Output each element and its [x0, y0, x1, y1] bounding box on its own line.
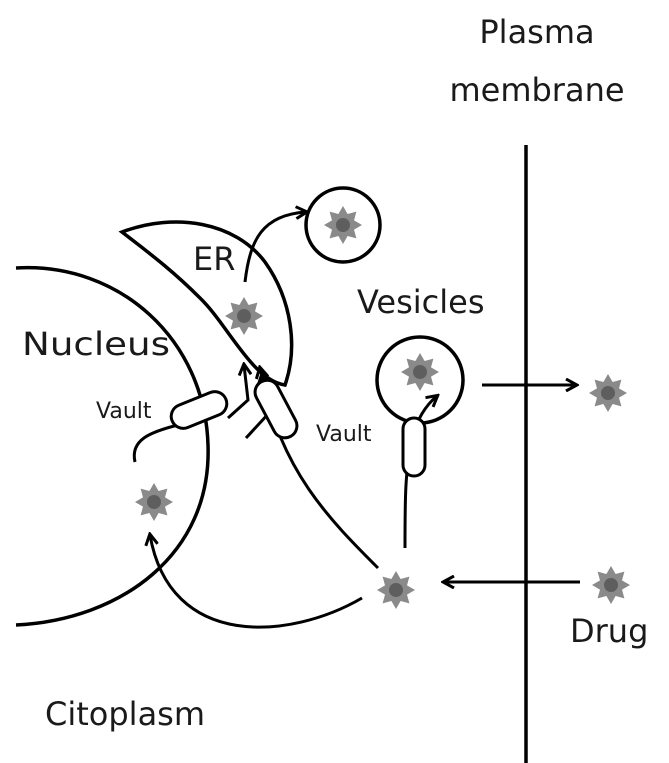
- drug-molecule-top-vesicle: [324, 206, 362, 244]
- label-plasma-membrane-2: membrane: [449, 71, 624, 109]
- label-drug: Drug: [570, 612, 648, 650]
- label-vault-left: Vault: [96, 399, 152, 424]
- vault-er: [251, 376, 301, 442]
- vault-vesicle: [403, 418, 425, 476]
- drug-molecule-nucleus: [135, 483, 173, 521]
- drug-molecule-cytoplasm: [377, 571, 415, 609]
- drug-molecule-er: [225, 297, 263, 335]
- drug-molecule-exported: [589, 374, 627, 412]
- label-er: ER: [193, 240, 235, 278]
- nucleus-shape: [16, 268, 208, 625]
- label-vesicles: Vesicles: [357, 283, 485, 321]
- drug-molecule-outside: [592, 566, 630, 604]
- label-plasma-membrane-1: Plasma: [479, 13, 594, 51]
- label-cytoplasm: Citoplasm: [45, 695, 205, 733]
- arrow-to-nucleus: [150, 535, 362, 627]
- label-vault-right: Vault: [316, 422, 372, 447]
- arrow-vault-into-er-1: [228, 365, 248, 418]
- label-nucleus: Nucleus: [22, 325, 170, 363]
- drug-molecule-right-vesicle: [401, 353, 439, 391]
